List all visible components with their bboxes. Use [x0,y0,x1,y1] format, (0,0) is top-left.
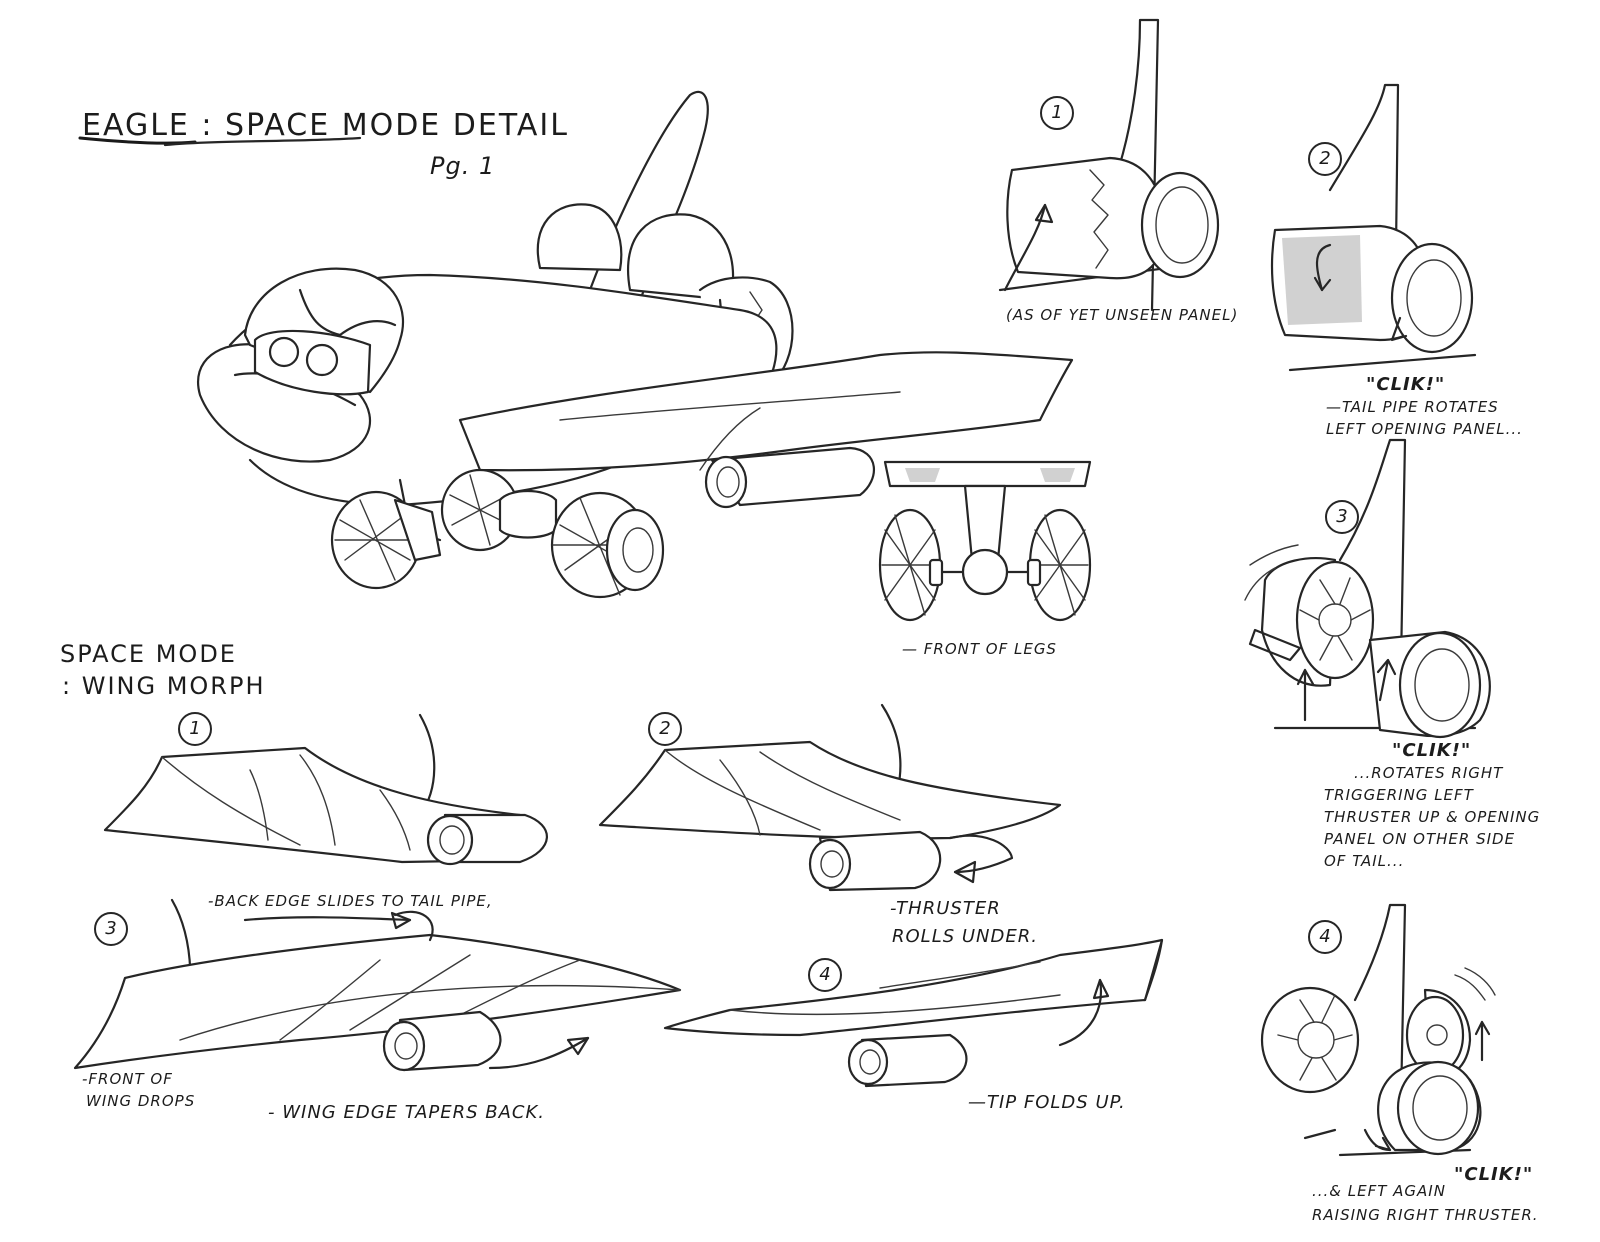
front-wheel [330,490,442,590]
tail-step-2-note-line2: LEFT OPENING PANEL... [1326,420,1523,438]
wing-step-3-note-bottom: - WING EDGE TAPERS BACK. [268,1102,546,1123]
wing-step-2-note-line1: -THRUSTER [890,898,1001,919]
front-of-legs-drawing [878,460,1092,622]
wing-morph-heading-line1: SPACE MODE [60,640,237,668]
wing-step-3-note-top: -BACK EDGE SLIDES TO TAIL PIPE, [208,892,493,910]
tail-step-4-drawing [1260,903,1496,1157]
tail-step-2-clik: "CLIK!" [1366,374,1446,395]
tail-step-3-clik: "CLIK!" [1392,740,1472,761]
tail-step-3-note-line3: THRUSTER UP & OPENING [1324,808,1541,826]
wing-step-2-drawing [598,703,1062,892]
rear-wheels [440,468,665,599]
wing-step-3-drawing [73,898,682,1072]
tail-step-4-note-line1: ...& LEFT AGAIN [1312,1182,1446,1200]
wing-step-3-note-left-line1: -FRONT OF [82,1070,173,1088]
tail-step-4-note-line2: RAISING RIGHT THRUSTER. [1312,1206,1539,1224]
sheet-title: EAGLE : SPACE MODE DETAIL [82,108,569,143]
tail-step-4-number: 4 [1308,920,1342,954]
tail-step-3-number: 3 [1325,500,1359,534]
wing-step-4-drawing [663,938,1164,1088]
tail-step-3-note-line4: PANEL ON OTHER SIDE [1324,830,1516,848]
wing-step-4-note: —TIP FOLDS UP. [968,1092,1126,1113]
wing-step-2-note-line2: ROLLS UNDER. [892,926,1038,947]
right-pod [627,213,735,302]
tail-step-2-note-line1: —TAIL PIPE ROTATES [1326,398,1499,416]
wing-step-1-drawing [103,713,548,866]
eagle-ship-drawing [197,90,1074,599]
tail-step-3-drawing [1244,438,1491,739]
tail-step-3-note-line5: OF TAIL... [1324,852,1405,870]
right-eye [305,343,339,377]
left-pod [536,203,623,272]
tail-step-1-number: 1 [1040,96,1074,130]
tail-step-2-number: 2 [1308,142,1342,176]
tail-step-4-clik: "CLIK!" [1454,1164,1534,1185]
wing-step-3-note-left-line2: WING DROPS [86,1092,196,1110]
tail-step-1-note: (AS OF YET UNSEEN PANEL) [1006,306,1239,324]
wing-engine [710,446,875,507]
wing-morph-heading-line2: : WING MORPH [62,672,266,700]
tail-step-2-drawing [1270,83,1477,372]
front-of-legs-label: — FRONT OF LEGS [902,640,1057,658]
page-number: Pg. 1 [430,152,496,180]
left-eye [268,336,300,368]
tail-step-1-drawing [998,18,1220,312]
wing-step-1-number: 1 [178,712,212,746]
wing-step-2-number: 2 [648,712,682,746]
tail-step-3-note-line1: ...ROTATES RIGHT [1354,764,1504,782]
main-wing [458,351,1074,472]
tail-step-3-note-line2: TRIGGERING LEFT [1324,786,1474,804]
wing-step-4-number: 4 [808,958,842,992]
wing-step-3-number: 3 [94,912,128,946]
